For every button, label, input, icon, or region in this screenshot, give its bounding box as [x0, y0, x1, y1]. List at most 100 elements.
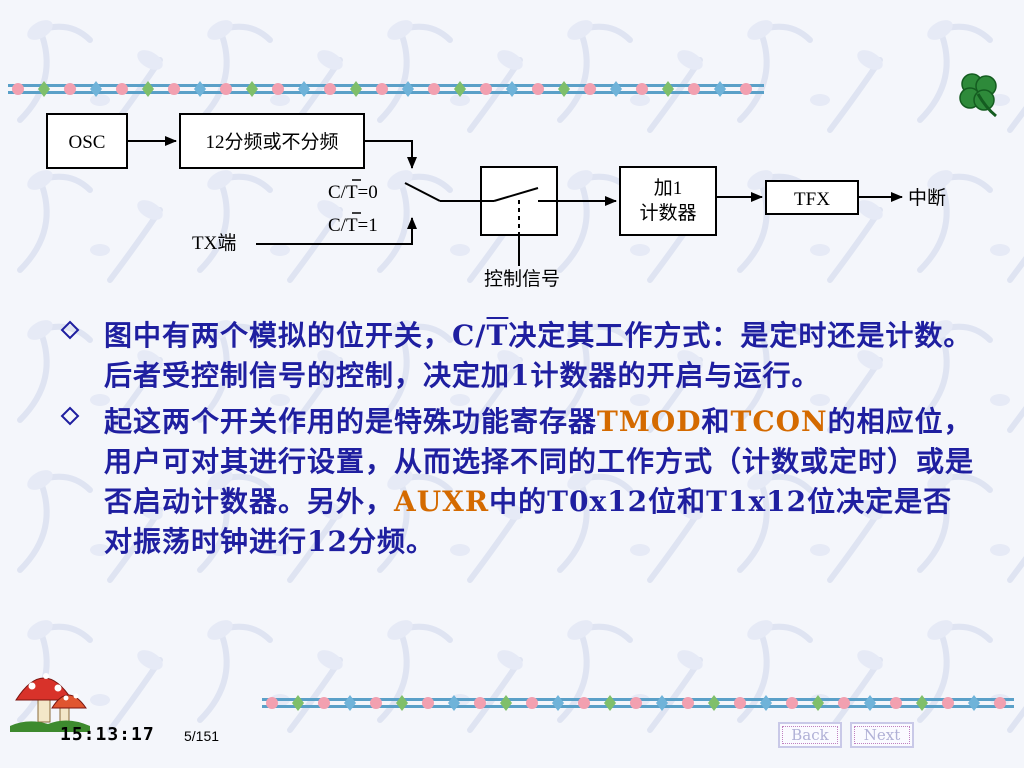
b2-auxr: AUXR [394, 485, 490, 518]
border-flower [682, 697, 694, 709]
border-flower [12, 83, 24, 95]
back-button[interactable]: Back [778, 722, 842, 748]
border-leaf [916, 695, 928, 711]
counter-label-2: 计数器 [639, 202, 696, 224]
border-leaf [968, 695, 980, 711]
b1-ct-t: T [486, 319, 509, 352]
clock-display: 15:13:17 [60, 724, 155, 745]
b2-tcon: TCON [730, 405, 828, 438]
bullet-text-2: 起这两个开关作用的是特殊功能寄存器TMOD和TCON的相应位，用户可对其进行设置… [104, 402, 980, 562]
border-leaf [292, 695, 304, 711]
interrupt-label: 中断 [908, 187, 946, 209]
border-flower [318, 697, 330, 709]
border-flower [838, 697, 850, 709]
b2-tmod: TMOD [597, 405, 702, 438]
border-flower [526, 697, 538, 709]
b2-part1: 起这两个开关作用的是特殊功能寄存器 [104, 405, 598, 438]
tfx-box [765, 180, 859, 215]
timer-block-diagram: OSC 12分频或不分频 C/T=0 C/T=1 TX端 控制信号 加1 计数器… [46, 113, 946, 290]
border-leaf [506, 81, 518, 97]
page-number: 5/151 [184, 728, 220, 744]
border-flower [584, 83, 596, 95]
border-flower [266, 697, 278, 709]
bullet-item-1: 图中有两个模拟的位开关，C/T决定其工作方式：是定时还是计数。后者受控制信号的控… [60, 316, 980, 396]
b1-part1: 图中有两个模拟的位开关， [104, 319, 453, 352]
border-flower [370, 697, 382, 709]
border-flower [786, 697, 798, 709]
border-leaf [246, 81, 258, 97]
border-flower [740, 83, 752, 95]
border-flower [532, 83, 544, 95]
border-flower [376, 83, 388, 95]
mushroom-icon [10, 673, 90, 732]
border-flower [168, 83, 180, 95]
border-flower [272, 83, 284, 95]
border-leaf [760, 695, 772, 711]
border-flower [428, 83, 440, 95]
border-flower [688, 83, 700, 95]
switch-ct1-label: C/T=1 [328, 215, 378, 236]
border-leaf [864, 695, 876, 711]
border-leaf [454, 81, 466, 97]
bullet-item-2: 起这两个开关作用的是特殊功能寄存器TMOD和TCON的相应位，用户可对其进行设置… [60, 402, 980, 562]
border-leaf [38, 81, 50, 97]
b2-part4: 中的T0x12位和T1x12位决定是否对振荡时钟进行12分频。 [104, 485, 953, 558]
next-button[interactable]: Next [850, 722, 914, 748]
bullet-text-1: 图中有两个模拟的位开关，C/T决定其工作方式：是定时还是计数。后者受控制信号的控… [104, 316, 980, 396]
border-flower [942, 697, 954, 709]
border-flower [578, 697, 590, 709]
border-leaf [812, 695, 824, 711]
border-flower [734, 697, 746, 709]
divider-label: 12分频或不分频 [205, 131, 338, 153]
osc-label: OSC [69, 132, 106, 153]
counter-box [619, 166, 717, 236]
clover-icon [959, 73, 997, 118]
mode-switch-blade [404, 182, 441, 202]
border-leaf [396, 695, 408, 711]
border-flower [422, 697, 434, 709]
border-leaf [448, 695, 460, 711]
border-flower [220, 83, 232, 95]
b1-ct-c: C/ [452, 319, 487, 352]
counter-label-1: 加1 [654, 177, 683, 199]
border-flower [474, 697, 486, 709]
border-leaf [610, 81, 622, 97]
border-leaf [500, 695, 512, 711]
switch-ct0-label: C/T=0 [328, 182, 378, 203]
ct0-text: C/T=0 [328, 182, 378, 203]
b1-part2: 决定其工作方式：是定时还是计数。后者受控制信号的控制，决定加1计数器的开启与运行… [104, 319, 973, 392]
b2-part2: 和 [701, 405, 731, 438]
control-signal-label: 控制信号 [484, 268, 560, 290]
tfx-label: TFX [794, 189, 830, 210]
border-leaf [708, 695, 720, 711]
border-leaf [552, 695, 564, 711]
border-flower [636, 83, 648, 95]
bullet-diamond-icon [60, 320, 80, 340]
border-leaf [90, 81, 102, 97]
b2-part3: 的相应位，用户可对其进行设置，从而选择不同的工作方式（计数或定时）或是否启动计数… [104, 405, 975, 518]
border-flower [116, 83, 128, 95]
border-leaf [298, 81, 310, 97]
border-leaf [350, 81, 362, 97]
tx-label: TX端 [192, 232, 236, 254]
border-leaf [558, 81, 570, 97]
border-leaf [656, 695, 668, 711]
decorative-border-bottom [262, 695, 1014, 711]
border-flower [994, 697, 1006, 709]
border-flower [630, 697, 642, 709]
decorative-border-top [8, 81, 764, 97]
border-flower [890, 697, 902, 709]
border-flower [324, 83, 336, 95]
border-leaf [142, 81, 154, 97]
content-text: 图中有两个模拟的位开关，C/T决定其工作方式：是定时还是计数。后者受控制信号的控… [60, 316, 980, 568]
border-leaf [662, 81, 674, 97]
border-leaf [402, 81, 414, 97]
osc-box [46, 113, 128, 169]
border-leaf [714, 81, 726, 97]
border-leaf [194, 81, 206, 97]
ct1-text: C/T=1 [328, 215, 378, 236]
border-flower [480, 83, 492, 95]
border-flower [64, 83, 76, 95]
border-leaf [344, 695, 356, 711]
